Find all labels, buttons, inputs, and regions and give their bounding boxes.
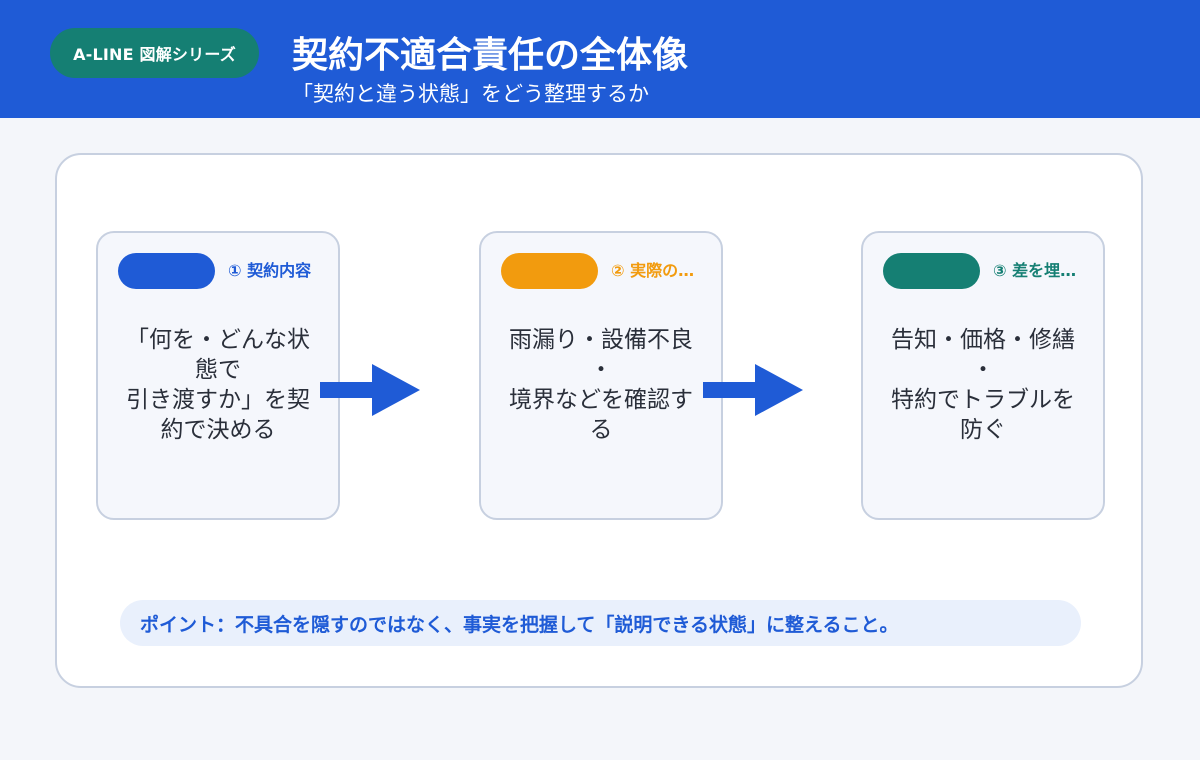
point-callout: ポイント：不具合を隠すのではなく、事実を把握して「説明できる状態」に整えること。 xyxy=(120,600,1081,646)
step-pill xyxy=(501,253,598,289)
page-subtitle: 「契約と違う状態」をどう整理するか xyxy=(292,82,649,106)
arrow-right-icon xyxy=(320,364,420,416)
arrow-right-icon xyxy=(703,364,803,416)
step-label: ① 契約内容 xyxy=(228,261,312,280)
step-pill xyxy=(118,253,215,289)
series-badge: A-LINE 図解シリーズ xyxy=(50,28,259,78)
step-pill xyxy=(883,253,980,289)
step-label: ② 実際の… xyxy=(611,261,695,280)
step-label: ③ 差を埋… xyxy=(993,261,1077,280)
point-text: ポイント：不具合を隠すのではなく、事実を把握して「説明できる状態」に整えること。 xyxy=(140,613,899,636)
step-card-actual-state: ② 実際の… 雨漏り・設備不良・境界などを確認する xyxy=(479,231,723,520)
page-title: 契約不適合責任の全体像 xyxy=(292,35,689,76)
step-card-fill-gap: ③ 差を埋… 告知・価格・修繕・特約でトラブルを防ぐ xyxy=(861,231,1105,520)
step-card-contract: ① 契約内容 「何を・どんな状態で引き渡すか」を契約で決める xyxy=(96,231,340,520)
header-band: A-LINE 図解シリーズ 契約不適合責任の全体像 「契約と違う状態」をどう整理… xyxy=(0,0,1200,118)
step-description: 「何を・どんな状態で引き渡すか」を契約で決める xyxy=(126,327,310,443)
step-description: 告知・価格・修繕・特約でトラブルを防ぐ xyxy=(891,327,1075,443)
step-description: 雨漏り・設備不良・境界などを確認する xyxy=(509,327,693,443)
